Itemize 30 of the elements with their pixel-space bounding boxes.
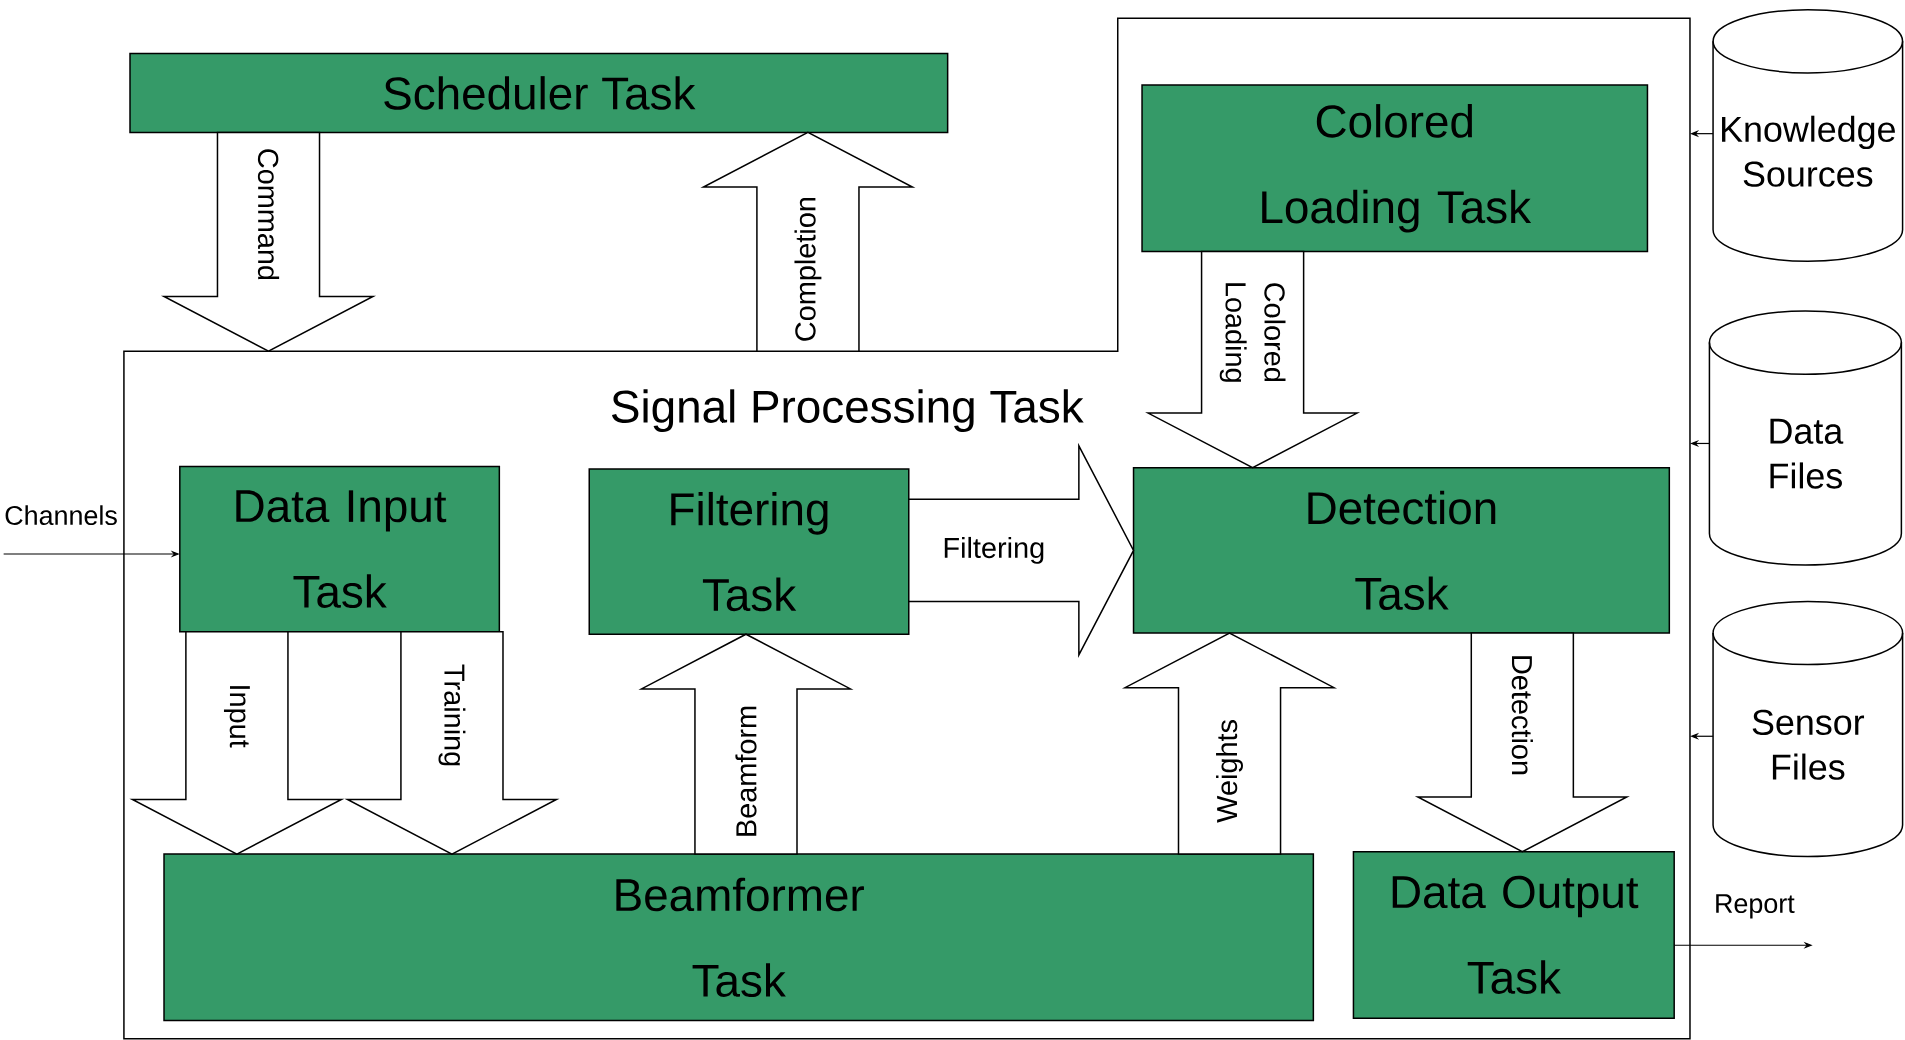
edge-label: Weights — [1216, 720, 1243, 823]
task-box: Beamformer Task — [163, 853, 1315, 1022]
block-arrow — [700, 131, 916, 352]
block-arrow — [129, 631, 345, 855]
cylinder: Knowledge Sources — [1712, 9, 1904, 262]
task-box: Data Output Task — [1352, 850, 1675, 1019]
edge-label: Colored Loading — [1219, 283, 1286, 382]
task-box: Scheduler Task — [129, 52, 949, 134]
edge-label: Filtering — [944, 536, 1044, 564]
edge-label: Input — [223, 686, 250, 748]
block-arrow — [638, 633, 854, 855]
block-arrow — [160, 131, 377, 352]
task-box: Colored Loading Task — [1141, 84, 1649, 253]
edge-label: Detection — [1511, 656, 1533, 775]
edge-label: Completion — [794, 197, 822, 341]
edge-label: Channels — [5, 505, 117, 525]
task-box: Filtering Task — [588, 468, 910, 635]
cylinder: Sensor Files — [1712, 600, 1904, 858]
block-arrow — [1414, 632, 1630, 853]
edge-label: Report — [1716, 894, 1795, 919]
edge-label: Training — [438, 664, 466, 766]
block-arrow — [344, 631, 560, 855]
edge-label: Command — [257, 149, 280, 280]
block-arrow — [1145, 250, 1361, 469]
task-box: Detection Task — [1132, 467, 1671, 634]
task-box: Data Input Task — [179, 465, 501, 633]
block-arrow — [908, 442, 1135, 658]
edge-label: Beamform — [735, 706, 757, 836]
cylinder: Data Files — [1708, 310, 1903, 566]
block-arrow — [1122, 632, 1338, 855]
